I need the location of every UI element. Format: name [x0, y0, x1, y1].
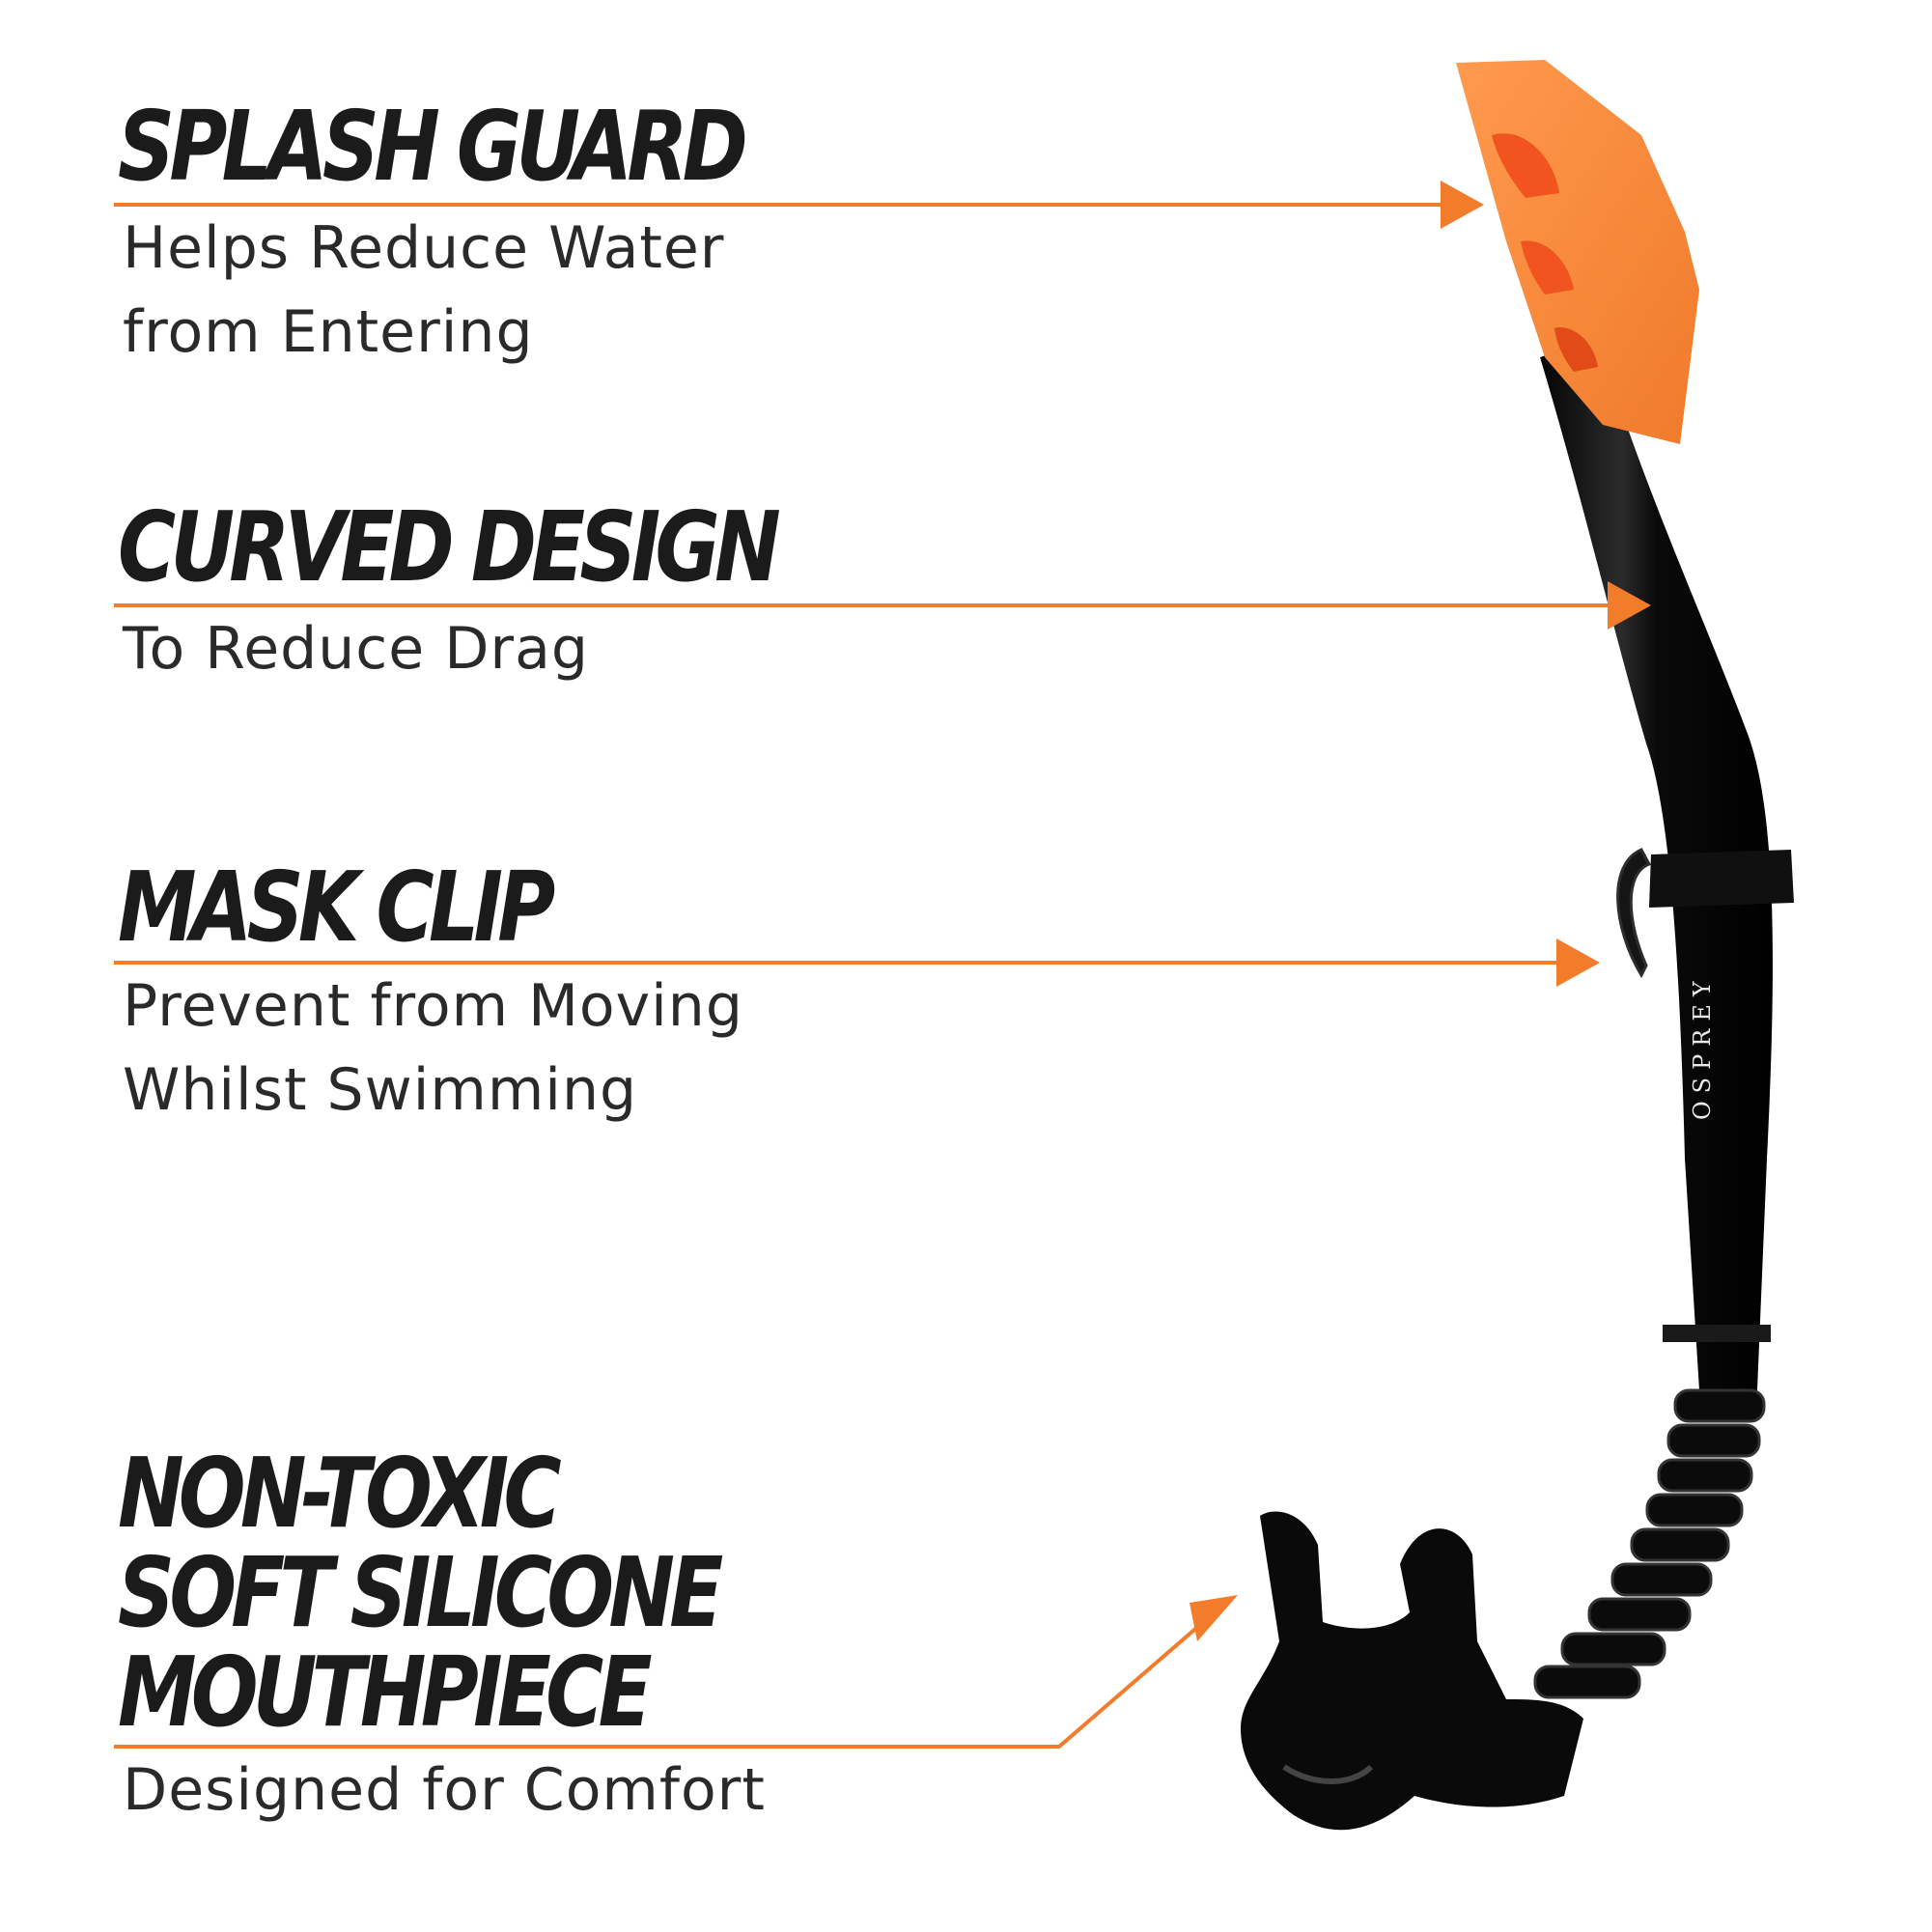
callout-line-mouthpiece [114, 1615, 1211, 1749]
splash-guard-illustration [1456, 60, 1699, 444]
snorkel-tube [1241, 338, 1794, 1831]
arrow-icon [1556, 938, 1600, 987]
arrow-icon [1608, 581, 1651, 630]
arrow-icon [1190, 1595, 1238, 1641]
brand-logo: OSPREY [1689, 973, 1716, 1120]
arrow-icon [1441, 181, 1484, 229]
